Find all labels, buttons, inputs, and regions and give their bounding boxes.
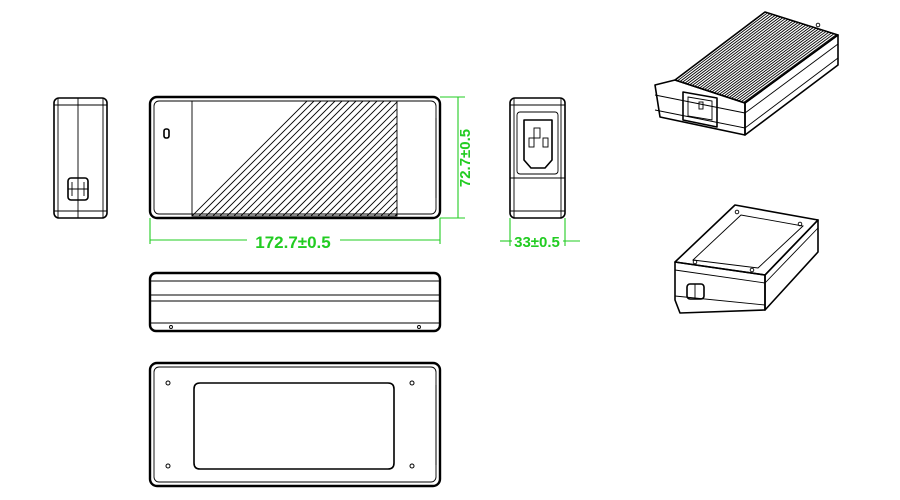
screw-hole — [409, 380, 415, 386]
vent-hatch-line — [726, 28, 819, 98]
vent-hatch-line — [296, 115, 397, 216]
vent-hatch-line — [486, 101, 601, 216]
front-view — [148, 271, 442, 333]
vent-hatch-line — [458, 101, 573, 216]
vent-hatch-line — [709, 22, 802, 92]
height-dimension: 33±0.5 — [500, 218, 580, 251]
vent-hatch-line — [728, 29, 822, 99]
vent-hatch-line — [694, 18, 786, 87]
vent-hatch-line — [472, 101, 587, 216]
top-view — [148, 95, 601, 220]
vent-hatch-line — [721, 26, 814, 96]
vent-hatch-line — [387, 206, 397, 216]
vent-hatch-line — [465, 101, 580, 216]
vent-hatch-line — [366, 185, 397, 216]
vent-hatch-line — [677, 12, 768, 82]
vent-hatch-line — [352, 171, 397, 216]
vent-hatch-line — [437, 101, 552, 216]
cable-strain-relief-iso — [686, 283, 705, 300]
vent-hatch-line — [718, 26, 812, 95]
screw-hole — [165, 463, 171, 469]
vent-hatch-line — [740, 33, 835, 103]
vent-hatch-line — [713, 24, 807, 94]
length-dimension-label: 172.7±0.5 — [255, 233, 331, 252]
vent-hatch-line — [711, 23, 804, 93]
vent-hatch-line — [310, 129, 397, 216]
vent-hatch-line — [261, 101, 378, 216]
vent-hatch-line — [394, 213, 397, 216]
vent-hatch-line — [289, 108, 397, 216]
vent-hatch-area — [191, 100, 601, 217]
vent-hatch-line — [338, 157, 397, 216]
vent-hatch-line — [240, 101, 357, 216]
vent-hatch-line — [317, 136, 397, 216]
width-dimension-label: 72.7±0.5 — [457, 129, 474, 187]
vent-hatch-line — [345, 164, 397, 216]
vent-hatch-line — [696, 18, 789, 88]
vent-hatch-line — [682, 14, 773, 83]
vent-hatch-line — [701, 20, 794, 90]
vent-hatch-line — [735, 31, 830, 101]
vent-hatch-line — [303, 122, 397, 216]
isometric-view-top — [654, 11, 839, 136]
vent-hatch-line — [205, 101, 322, 216]
screw-hole — [409, 463, 415, 469]
vent-hatch-line — [699, 19, 791, 89]
vent-hatch-line — [743, 34, 837, 103]
vent-hatch-line — [212, 101, 329, 216]
length-dimension: 172.7±0.5 — [149, 218, 441, 252]
vent-hatch-line — [738, 32, 832, 102]
vent-hatch-line — [254, 101, 371, 216]
vent-hatch-line — [233, 101, 350, 216]
vent-hatch-line — [192, 101, 308, 216]
vent-hatch-line — [324, 143, 397, 216]
vent-hatch-line — [679, 13, 771, 82]
led-indicator — [163, 128, 170, 139]
cable-strain-relief — [67, 177, 89, 201]
vent-hatch-line — [706, 22, 799, 91]
isometric-view-bottom — [674, 204, 819, 314]
vent-hatch-line — [731, 30, 825, 99]
vent-hatch-line — [331, 150, 397, 216]
vent-hatch-line — [268, 101, 385, 216]
vent-hatch-line — [247, 101, 364, 216]
vent-hatch-line — [733, 30, 827, 100]
vent-hatch-line — [689, 16, 781, 86]
width-dimension: 72.7±0.5 — [440, 96, 474, 219]
vent-hatch-line — [219, 101, 336, 216]
vent-hatch-line — [198, 101, 315, 216]
vent-hatch-line — [380, 199, 397, 216]
vent-hatch-line — [282, 101, 397, 216]
vent-hatch-line — [716, 25, 809, 95]
vent-hatch-line — [686, 15, 779, 85]
left-side-view — [53, 97, 108, 219]
bottom-view — [148, 361, 442, 488]
label-recess — [193, 382, 395, 470]
vent-hatch-line — [684, 14, 776, 84]
right-side-view — [509, 97, 566, 219]
vent-hatch-line — [430, 101, 545, 216]
ac-inlet-iso — [682, 91, 718, 128]
vent-hatch-line — [723, 27, 817, 97]
ac-inlet-connector — [523, 119, 553, 169]
vent-hatch-line — [704, 21, 796, 91]
vent-hatch-line — [359, 178, 397, 216]
vent-hatch-line — [275, 101, 392, 216]
vent-hatch-line — [226, 101, 343, 216]
vent-hatch-line — [691, 17, 784, 86]
screw-hole — [165, 380, 171, 386]
vent-hatch-line — [373, 192, 397, 216]
height-dimension-label: 33±0.5 — [514, 234, 560, 251]
vent-hatch-line — [479, 101, 594, 216]
